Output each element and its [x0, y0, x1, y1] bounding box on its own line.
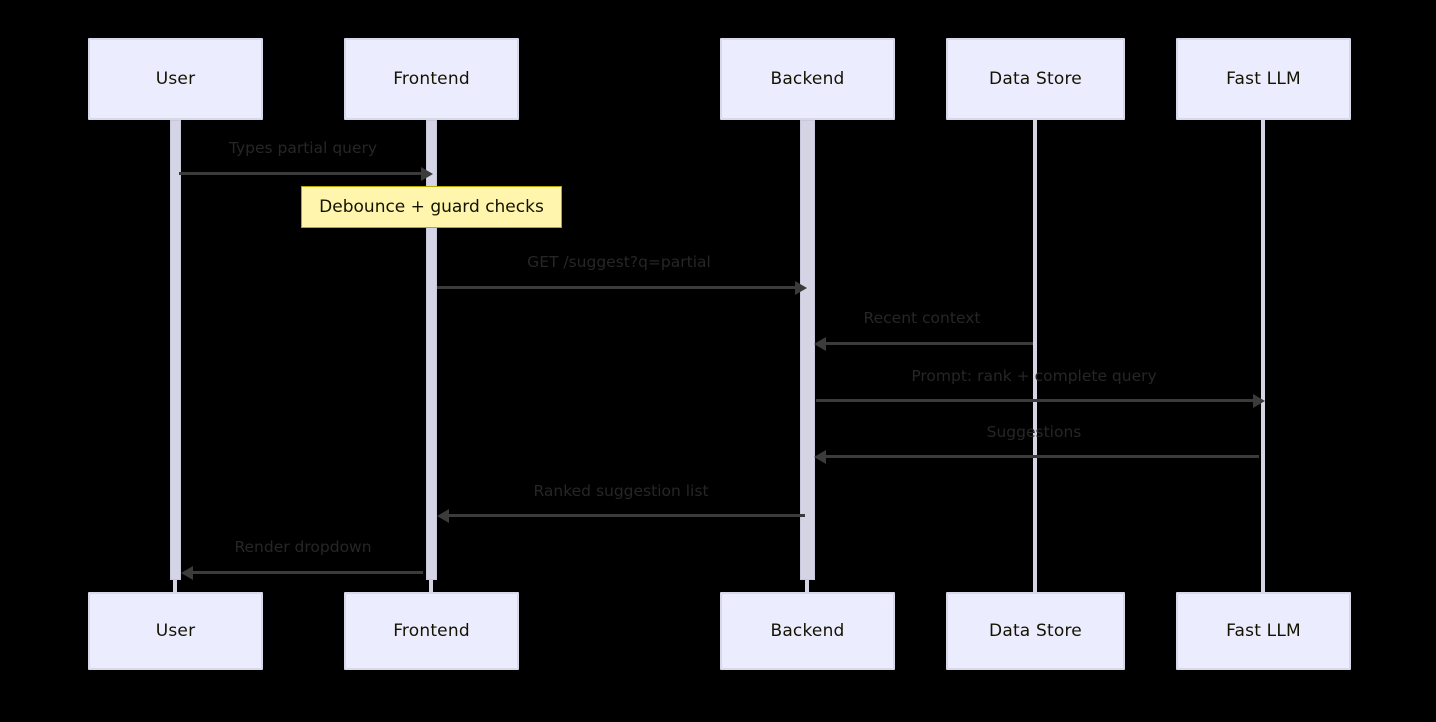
message-line-7	[187, 571, 423, 574]
message-arrowhead-2	[795, 281, 807, 295]
message-label-2: GET /suggest?q=partial	[527, 253, 711, 271]
message-line-4	[816, 399, 1257, 402]
message-label-1: Types partial query	[228, 139, 378, 157]
participant-top-frontend[interactable]: Frontend	[344, 38, 519, 120]
message-arrowhead-4	[1253, 394, 1265, 408]
message-arrowhead-6	[437, 509, 449, 523]
participant-bottom-frontend[interactable]: Frontend	[344, 592, 519, 670]
message-arrowhead-5	[814, 450, 826, 464]
message-line-2	[437, 286, 799, 289]
message-label-7: Render dropdown	[234, 538, 372, 556]
message-line-1	[179, 172, 423, 175]
message-label-3: Recent context	[863, 309, 981, 327]
participant-top-datastore[interactable]: Data Store	[946, 38, 1125, 120]
message-arrowhead-3	[814, 337, 826, 351]
message-arrowhead-1	[421, 167, 433, 181]
lifeline-datastore	[1033, 118, 1037, 592]
note-debounce-guard-checks: Debounce + guard checks	[301, 186, 562, 228]
message-line-3	[820, 342, 1033, 345]
activation-frontend	[426, 120, 437, 580]
participant-top-backend[interactable]: Backend	[720, 38, 895, 120]
message-label-4: Prompt: rank + complete query	[911, 367, 1157, 385]
message-label-5: Suggestions	[986, 423, 1082, 441]
message-arrowhead-7	[181, 566, 193, 580]
message-line-5	[820, 455, 1259, 458]
participant-bottom-user[interactable]: User	[88, 592, 263, 670]
participant-bottom-datastore[interactable]: Data Store	[946, 592, 1125, 670]
activation-user	[170, 120, 181, 580]
participant-bottom-backend[interactable]: Backend	[720, 592, 895, 670]
message-line-6	[443, 514, 805, 517]
message-label-6: Ranked suggestion list	[533, 482, 709, 500]
participant-top-user[interactable]: User	[88, 38, 263, 120]
lifeline-fastllm	[1261, 118, 1265, 592]
participant-top-fastllm[interactable]: Fast LLM	[1176, 38, 1351, 120]
participant-bottom-fastllm[interactable]: Fast LLM	[1176, 592, 1351, 670]
